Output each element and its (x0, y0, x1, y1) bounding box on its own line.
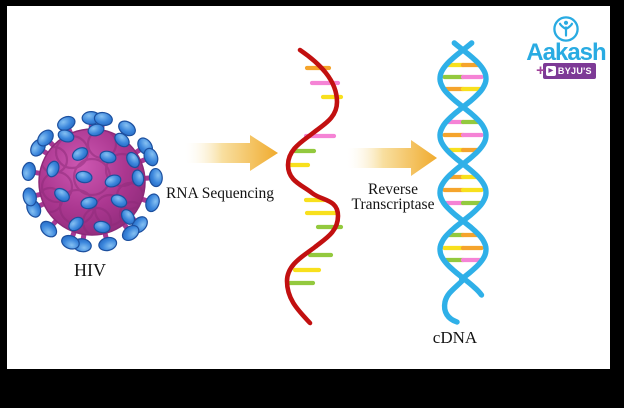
diagram-canvas (21, 40, 489, 326)
byjus-badge-row: + ▶ BYJU'S (520, 63, 612, 79)
cdna-base-rungs (442, 62, 484, 263)
cdna-strands (437, 40, 489, 325)
rna-strand-illustration (284, 47, 344, 326)
aakash-wordmark: Aakash (526, 39, 606, 66)
byjus-play-icon: ▶ (545, 66, 556, 76)
reverse-transcriptase-label-line1: Reverse (368, 181, 418, 198)
reverse-transcriptase-label-line2: Transcriptase (351, 196, 435, 213)
cdna-label: cDNA (432, 328, 478, 347)
aakash-byjus-logo: Aakash + ▶ BYJU'S (520, 15, 612, 79)
byjus-badge-text: BYJU'S (557, 66, 592, 76)
rna-sequencing-arrow (185, 135, 278, 171)
aakash-person-icon (553, 16, 579, 42)
diagram-area: HIV RNA Sequencing Reverse Transcriptase… (7, 6, 610, 369)
cdna-helix-illustration (437, 40, 489, 325)
rna-backbone (284, 47, 341, 326)
rna-base-ticks (287, 65, 344, 286)
hiv-label: HIV (74, 260, 106, 280)
reverse-transcriptase-label: Reverse Transcriptase (333, 181, 453, 213)
hiv-virus-illustration (21, 111, 163, 253)
reverse-transcriptase-arrow (347, 140, 437, 176)
plus-icon: + (536, 62, 545, 79)
byjus-badge: ▶ BYJU'S (542, 63, 596, 79)
rna-sequencing-label: RNA Sequencing (165, 185, 275, 202)
